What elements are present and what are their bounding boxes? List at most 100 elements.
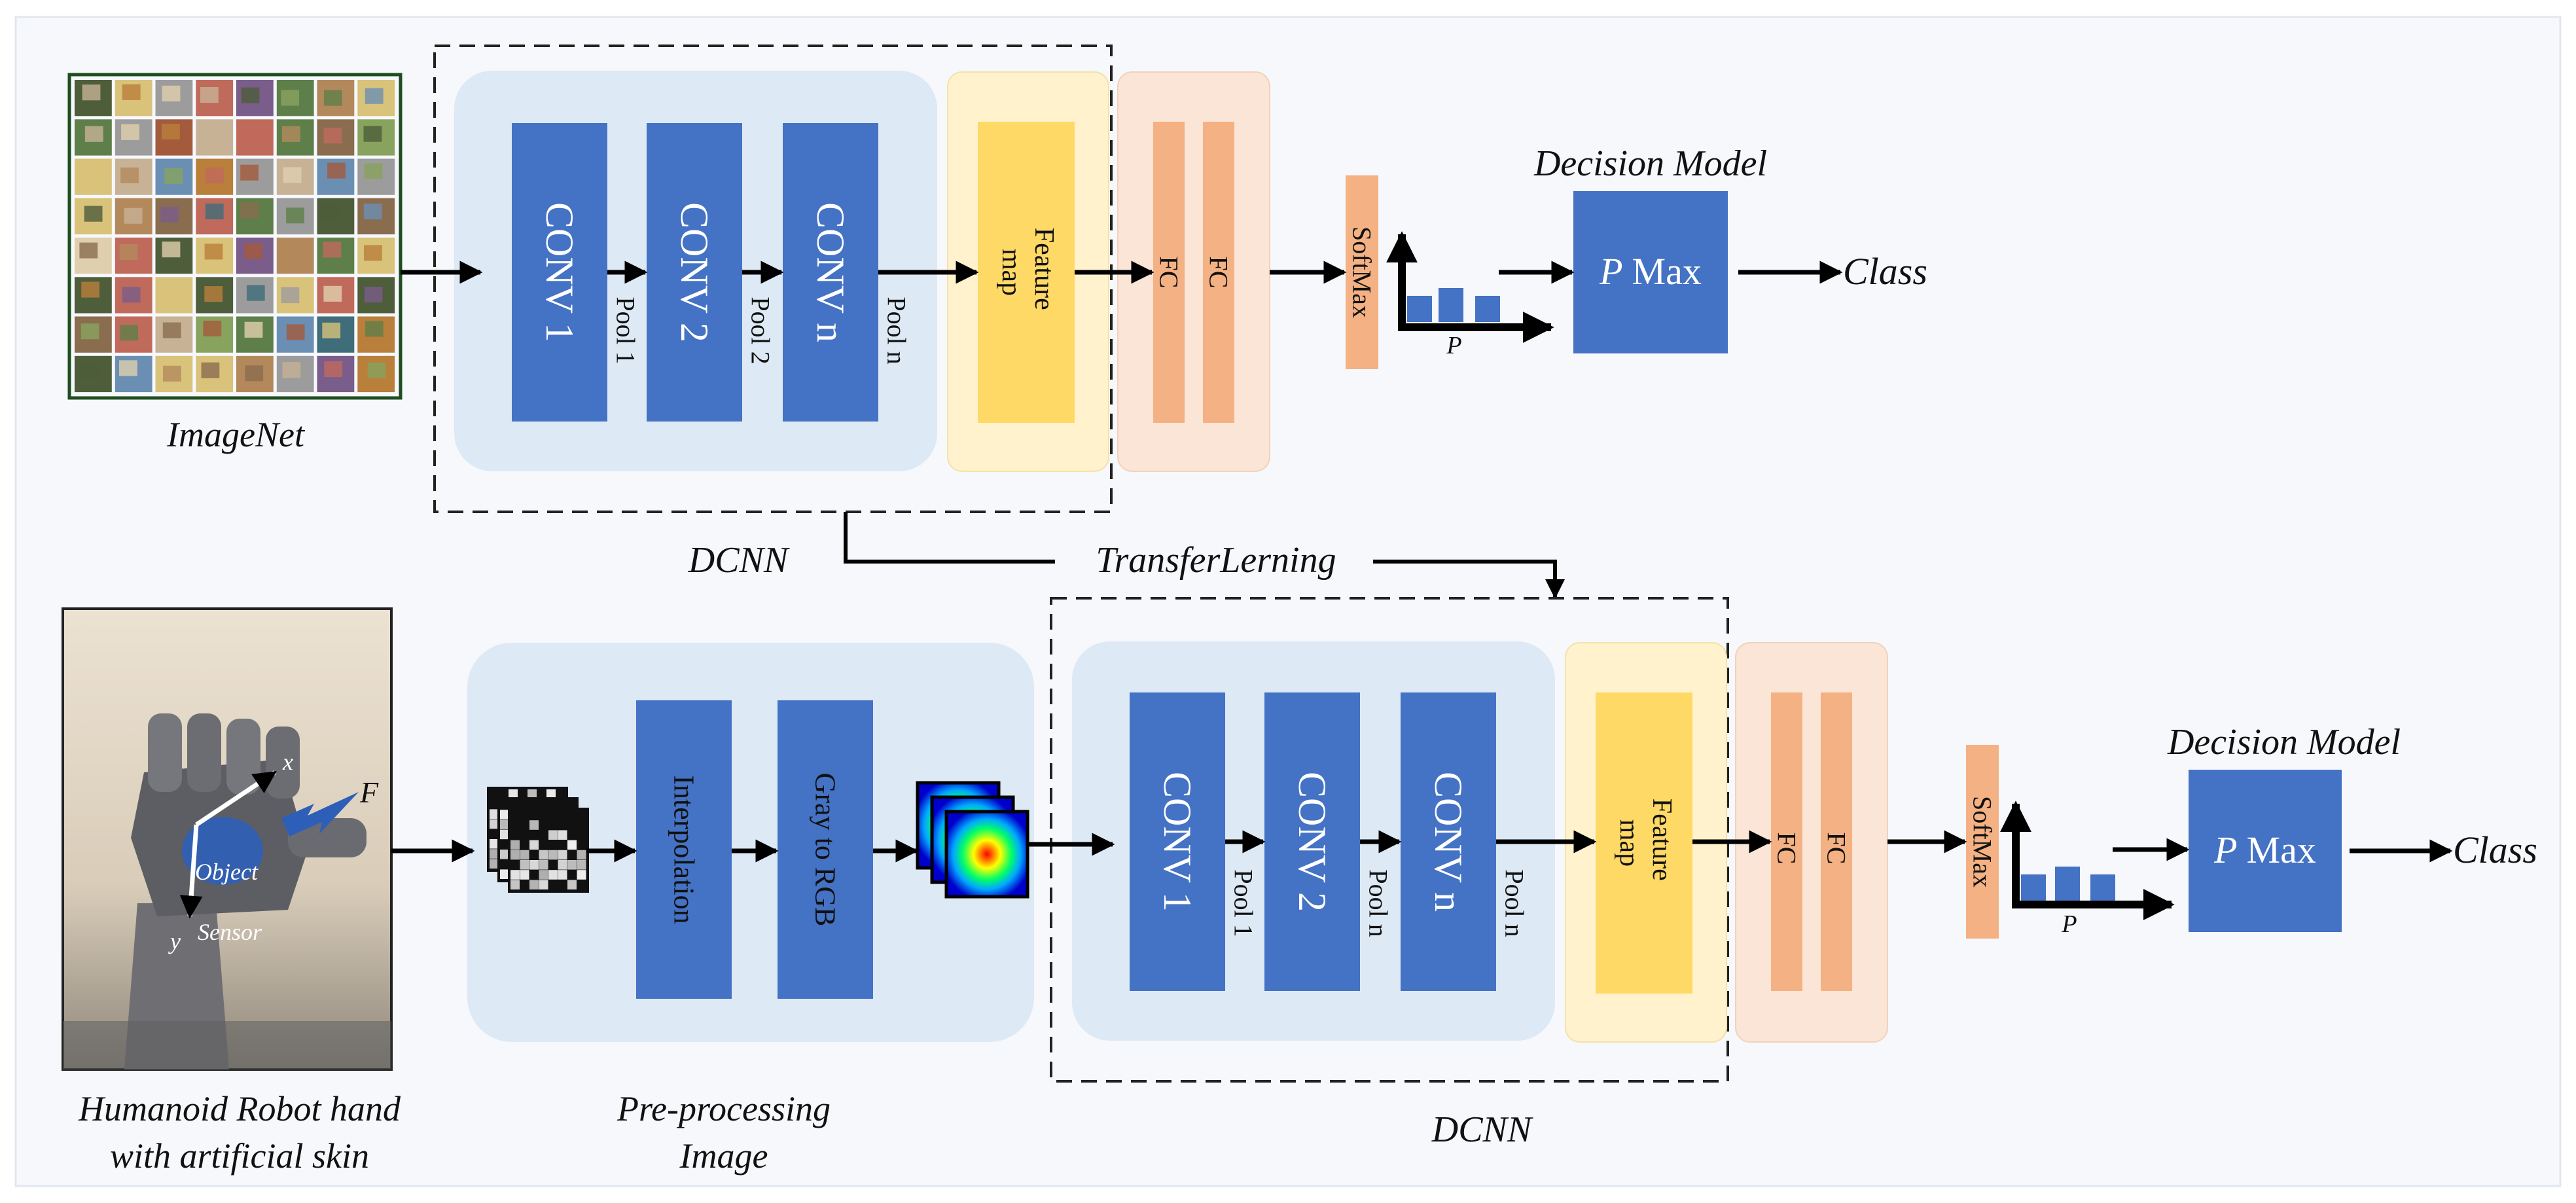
tactile-pixel xyxy=(558,830,567,840)
imagenet-thumbnail-detail xyxy=(162,124,180,140)
imagenet-thumbnail-detail xyxy=(286,207,304,224)
imagenet-thumbnail-detail xyxy=(282,362,301,378)
tactile-pixel xyxy=(558,860,567,870)
robot-table xyxy=(63,1021,391,1069)
top-fc2-bar xyxy=(1203,122,1234,423)
gray-to-rgb-block xyxy=(778,700,873,999)
bottom-softmax-block xyxy=(1966,745,1999,939)
tactile-pixel xyxy=(548,870,558,880)
tactile-pixel xyxy=(548,830,558,840)
imagenet-thumbnail-detail xyxy=(84,126,103,142)
imagenet-thumbnail-detail xyxy=(205,204,224,220)
imagenet-thumbnail-detail xyxy=(162,85,181,101)
top-conv1-block xyxy=(512,123,607,422)
tactile-pixel xyxy=(539,870,548,880)
imagenet-mosaic xyxy=(75,80,395,393)
top-softmax-label: SoftMax xyxy=(1348,226,1377,318)
imagenet-thumbnail-detail xyxy=(166,287,184,303)
imagenet-thumbnail-detail xyxy=(84,166,103,182)
tactile-pixel xyxy=(546,789,556,799)
imagenet-thumbnail-detail xyxy=(364,245,382,261)
imagenet-thumbnail-detail xyxy=(323,242,342,258)
top-dcnn-label: DCNN xyxy=(688,540,790,581)
imagenet-thumbnail-detail xyxy=(205,168,224,184)
robot-finger-2 xyxy=(187,713,221,792)
tactile-pixel xyxy=(567,840,577,850)
tactile-pixel xyxy=(500,850,509,859)
imagenet-thumbnail-detail xyxy=(321,204,340,220)
tactile-pixel xyxy=(520,850,529,860)
imagenet-thumbnail-detail xyxy=(282,126,300,142)
bottom-class-label: Class xyxy=(2453,829,2537,871)
transfer-line-right xyxy=(1373,560,1565,599)
tactile-pixel xyxy=(558,850,567,860)
y-axis-arrow xyxy=(179,824,203,919)
imagenet-thumbnail-detail xyxy=(121,124,139,140)
tactile-pixel xyxy=(490,839,499,849)
top-pooln-label: Pool n xyxy=(882,296,912,364)
bottom-fc1-bar xyxy=(1771,692,1802,991)
imagenet-thumbnail-detail xyxy=(120,167,139,183)
imagenet-thumbnail-detail xyxy=(80,323,99,340)
imagenet-thumbnail-detail xyxy=(80,362,99,378)
top-decision-title: Decision Model xyxy=(1533,143,1767,184)
top-dcnn-dashed-frame xyxy=(433,45,1113,513)
tactile-pixel xyxy=(510,880,520,889)
imagenet-thumbnail-detail xyxy=(323,128,342,144)
force-arrow xyxy=(281,792,359,836)
imagenet-thumbnail-detail xyxy=(162,322,181,338)
bottom-probability-chart: P xyxy=(2000,800,2175,938)
bottom-fc1-label: FC xyxy=(1772,833,1802,865)
top-prob-p-label: P xyxy=(1446,332,1461,359)
bottom-feature-map-block xyxy=(1596,692,1692,994)
imagenet-thumbnail-detail xyxy=(164,168,183,185)
imagenet-thumbnail-detail xyxy=(363,204,382,220)
top-softmax-block xyxy=(1346,175,1378,369)
top-conv2-block xyxy=(647,123,742,422)
transfer-learning-connector xyxy=(844,512,1565,599)
imagenet-thumbnail-detail xyxy=(119,360,137,376)
tactile-pixel xyxy=(528,789,537,799)
bottom-feature-map-line1: Feature xyxy=(1647,799,1677,881)
tactile-pixel xyxy=(510,840,520,850)
imagenet-thumbnail-detail xyxy=(243,128,261,144)
tactile-pixel xyxy=(558,870,567,880)
tactile-pixel xyxy=(567,880,577,889)
bottom-fc2-bar xyxy=(1821,692,1852,991)
robot-label-line1: Humanoid Robot hand xyxy=(78,1089,401,1128)
imagenet-thumbnail-detail xyxy=(324,361,343,378)
top-fc2-label: FC xyxy=(1204,257,1234,289)
imagenet-thumbnail-detail xyxy=(363,126,382,142)
bottom-pmax-p: P xyxy=(2213,829,2237,871)
top-pool1-label: Pool 1 xyxy=(611,296,641,364)
preprocessing-panel xyxy=(467,643,1034,1042)
tactile-pixel xyxy=(500,869,509,879)
imagenet-frame xyxy=(67,73,402,400)
robot-hand-photo: x y F Object Sensor xyxy=(62,607,393,1071)
bottom-conv1-label: CONV 1 xyxy=(1156,772,1199,912)
imagenet-thumbnail-detail xyxy=(124,207,143,224)
top-prob-bar-3 xyxy=(1475,296,1500,322)
bottom-prob-bar-1 xyxy=(2021,874,2046,901)
imagenet-thumbnail-detail xyxy=(204,286,223,302)
tactile-pixel xyxy=(539,880,548,889)
imagenet-thumbnail-detail xyxy=(240,202,259,219)
imagenet-thumbnail-detail xyxy=(122,84,141,100)
bottom-pool2-label: Pool n xyxy=(1364,869,1393,937)
imagenet-thumbnail-detail xyxy=(82,84,101,101)
imagenet-thumbnail-detail xyxy=(163,365,181,382)
tactile-pixel xyxy=(490,849,499,859)
tactile-pixel xyxy=(510,870,520,880)
imagenet-thumbnail-detail xyxy=(364,287,383,303)
tactile-pixel xyxy=(539,850,548,860)
top-pmax-p: P xyxy=(1599,250,1622,293)
bottom-decision-title: Decision Model xyxy=(2167,722,2401,763)
bottom-dcnn-dashed-frame xyxy=(1050,597,1729,1083)
object-label: Object xyxy=(195,859,259,885)
tactile-pixel xyxy=(529,820,539,830)
robot-label-line2: with artificial skin xyxy=(110,1136,369,1176)
tactile-pixel xyxy=(577,870,586,880)
bottom-conv2-block xyxy=(1264,692,1360,991)
tactile-pixel xyxy=(490,859,499,869)
imagenet-thumbnail-detail xyxy=(122,287,141,303)
